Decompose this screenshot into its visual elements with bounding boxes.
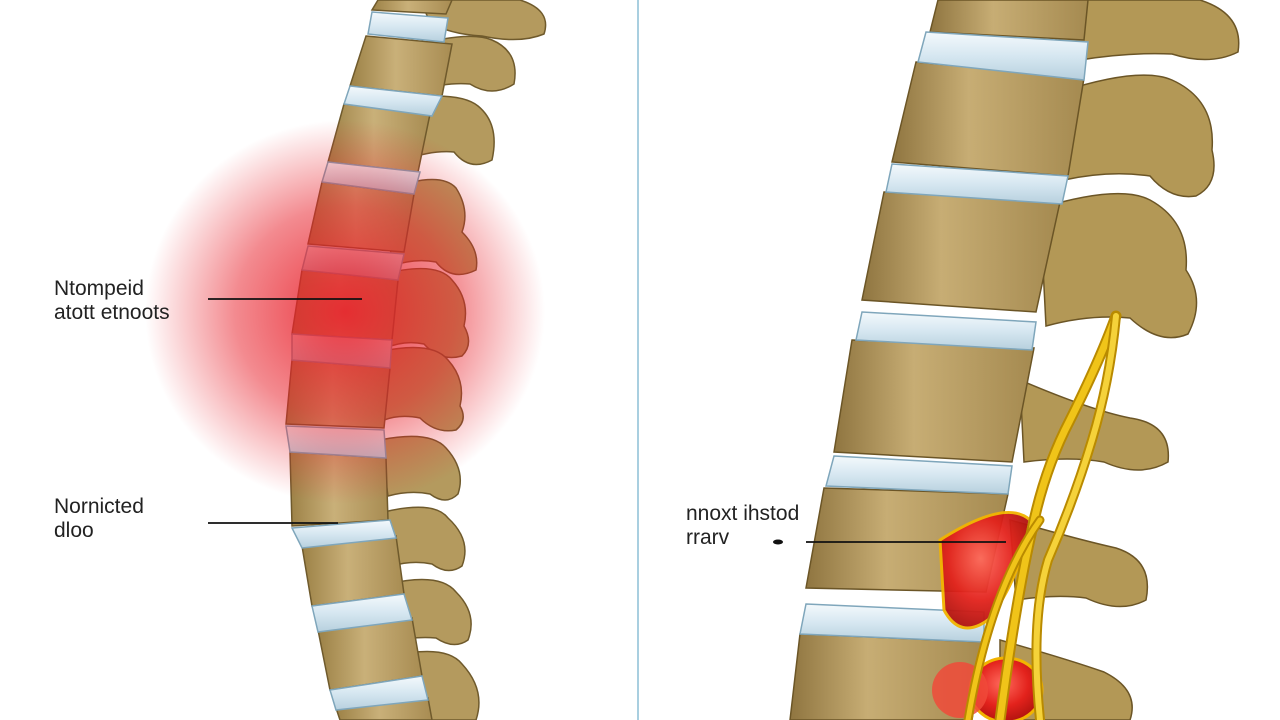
- right-spine: [789, 0, 1240, 720]
- label-right: nnoxt ihstod rrarv: [686, 502, 799, 550]
- label-left-bottom: Nornicted dloo: [54, 495, 144, 543]
- left-spine: [145, 0, 547, 720]
- nerve-root: [963, 310, 1122, 720]
- label-left-bottom-line1: Nornicted: [54, 495, 144, 518]
- label-left-top-line2: atott etnoots: [54, 301, 170, 324]
- label-right-line2: rrarv: [686, 526, 730, 549]
- leader-lines: [208, 298, 1006, 543]
- leader-dot-right: [773, 539, 783, 545]
- label-right-line1: nnoxt ihstod: [686, 502, 800, 525]
- right-discs: [799, 31, 1089, 643]
- inflammation-glow: [145, 120, 545, 504]
- label-left-top: Ntompeid atott etnoots: [54, 277, 170, 325]
- label-left-bottom-line2: dloo: [54, 519, 94, 542]
- label-left-top-line1: Ntompeid: [54, 277, 144, 300]
